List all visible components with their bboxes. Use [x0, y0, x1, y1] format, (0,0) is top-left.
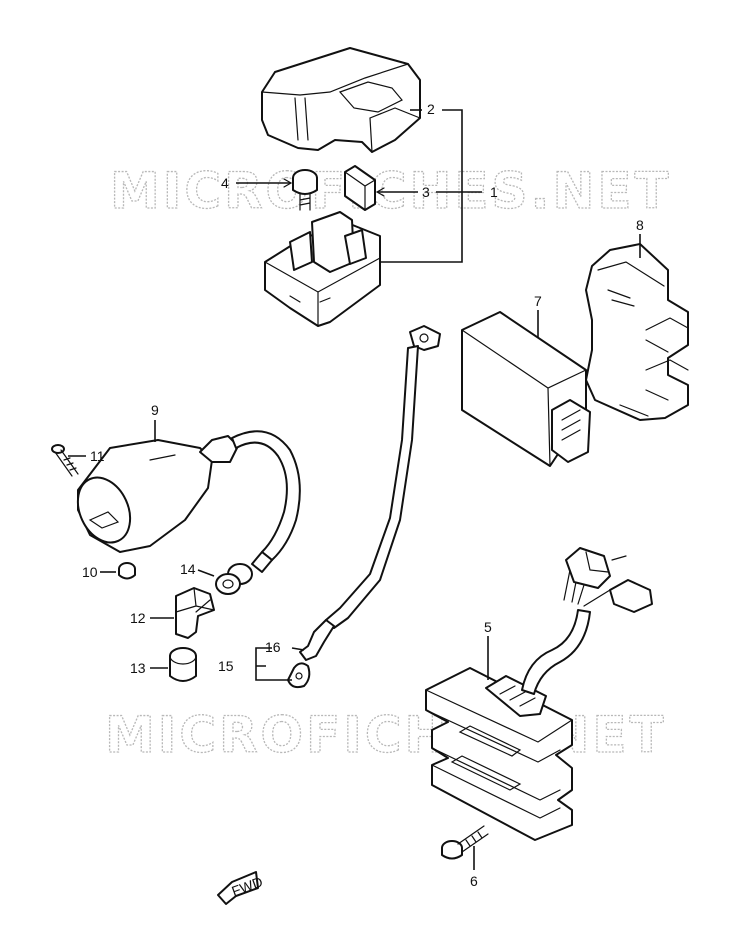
lead-end-boot — [251, 551, 273, 573]
part-grommet[interactable] — [215, 563, 253, 595]
part-ignition-lead[interactable] — [231, 430, 301, 561]
part-starter-relay[interactable] — [264, 211, 381, 327]
callout-5: 5 — [484, 619, 492, 635]
part-cap-10[interactable] — [118, 562, 136, 580]
callout-13: 13 — [130, 660, 146, 676]
part-screw-11[interactable] — [51, 444, 79, 477]
part-sleeve-13[interactable] — [169, 647, 197, 682]
callout-2: 2 — [427, 101, 435, 117]
part-regulator-rectifier[interactable] — [425, 667, 573, 841]
callout-8: 8 — [636, 217, 644, 233]
direction-arrow-icon: FWD — [217, 871, 265, 905]
watermark-top: MICROFICHES.NET — [110, 162, 672, 220]
part-mounting-bracket[interactable] — [585, 243, 689, 421]
part-fuse[interactable] — [344, 165, 376, 211]
callout-10: 10 — [82, 564, 98, 580]
callout-7: 7 — [534, 293, 542, 309]
callout-12: 12 — [130, 610, 146, 626]
part-cover[interactable] — [261, 47, 421, 153]
callout-15: 15 — [218, 658, 234, 674]
callout-1: 1 — [490, 184, 498, 200]
callout-9: 9 — [151, 402, 159, 418]
part-ignitor-unit[interactable] — [461, 311, 591, 467]
leader-14 — [197, 569, 215, 577]
part-ignition-coil[interactable] — [68, 435, 239, 553]
leader-bracket-15 — [255, 647, 292, 681]
leader-16 — [291, 647, 305, 651]
callout-3: 3 — [422, 184, 430, 200]
callout-6: 6 — [470, 873, 478, 889]
part-regulator-harness[interactable] — [521, 547, 653, 695]
part-ground-cable[interactable] — [287, 325, 441, 689]
direction-badge-label: FWD — [229, 873, 264, 899]
part-bolt-4[interactable] — [292, 169, 318, 211]
callout-4: 4 — [221, 175, 229, 191]
callout-11: 11 — [90, 448, 105, 464]
part-plug-cap[interactable] — [175, 587, 215, 639]
watermark-bottom: MICROFICHES.NET — [105, 706, 667, 764]
callout-14: 14 — [180, 561, 196, 577]
leader-bracket-1 — [380, 109, 463, 263]
arrow-3 — [375, 187, 385, 197]
arrow-4 — [283, 178, 293, 188]
callout-16: 16 — [265, 639, 281, 655]
part-bolt-6[interactable] — [441, 825, 489, 860]
